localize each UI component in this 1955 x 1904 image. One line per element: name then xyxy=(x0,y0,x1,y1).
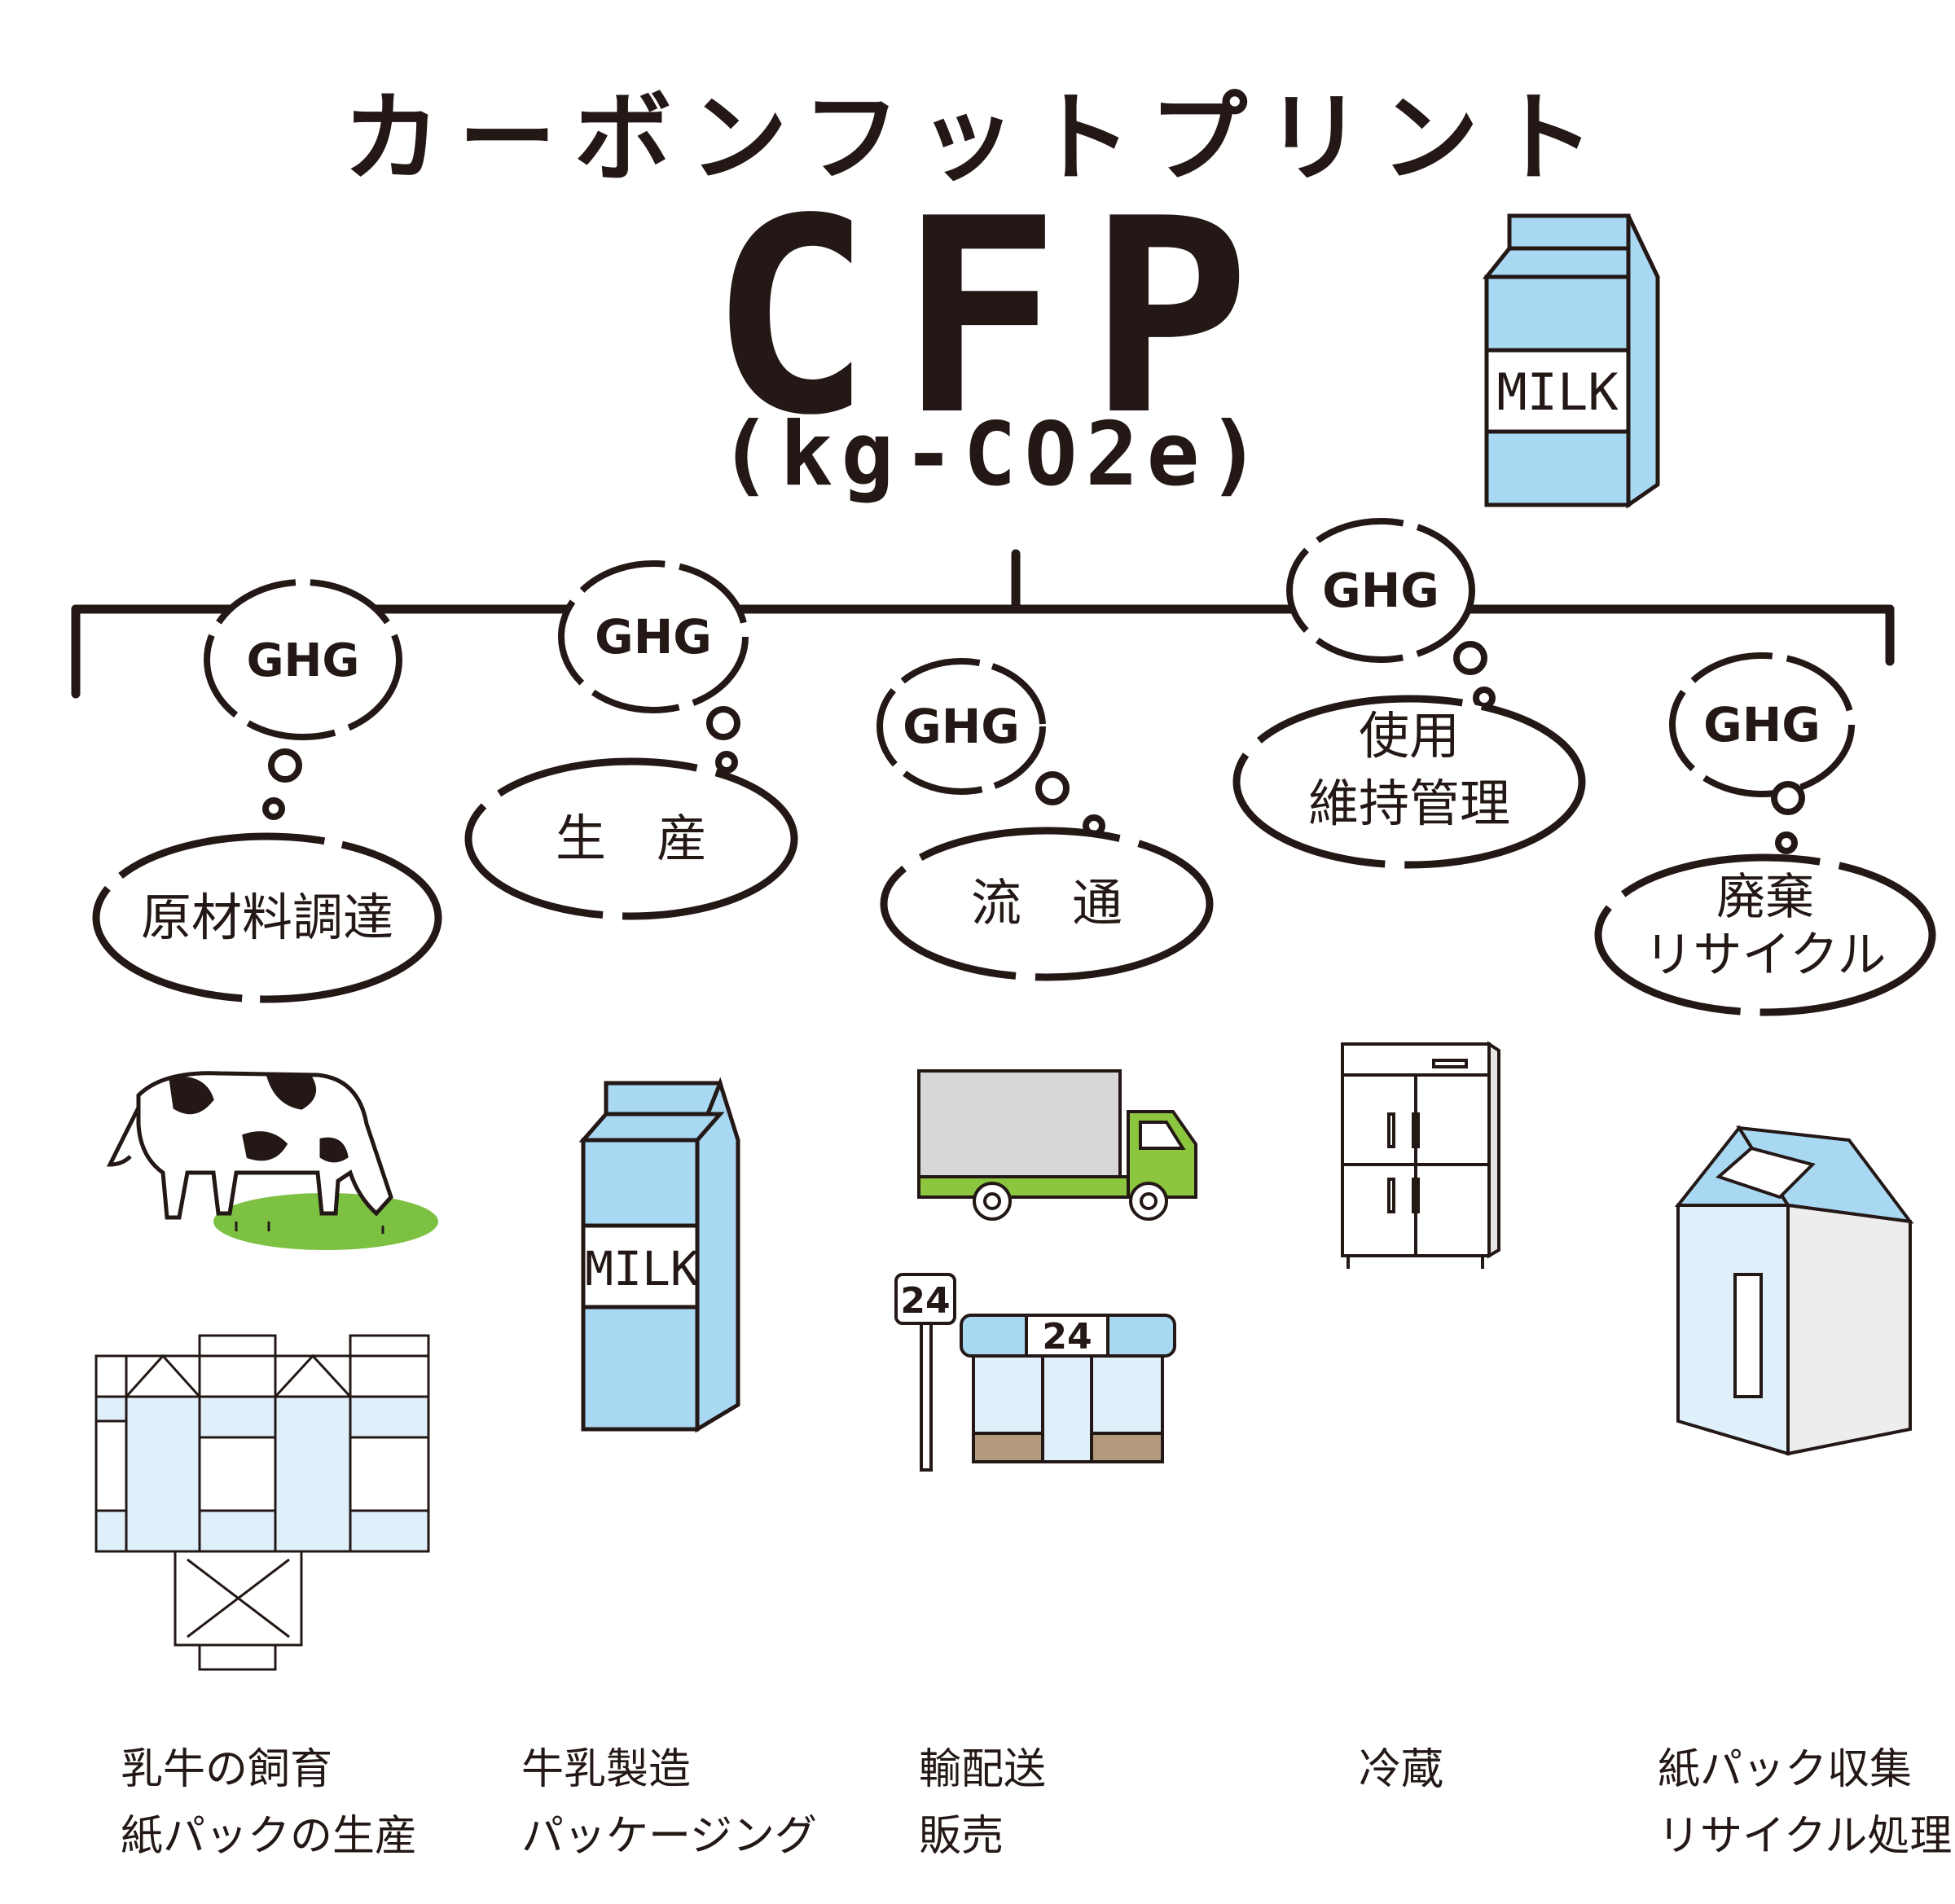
caption-line: 輸配送 xyxy=(919,1745,1047,1794)
stage-label-disposal-line2: リサイクル xyxy=(1645,927,1887,984)
caption-line: 牛乳製造 xyxy=(521,1745,692,1794)
caption-line: 販売 xyxy=(919,1812,1004,1861)
stage-bubble xyxy=(1594,853,1936,1016)
stage-label-production: 生 産 xyxy=(556,809,707,868)
stage-bubble xyxy=(464,757,798,920)
stage-bubble xyxy=(1232,695,1586,869)
ghg-cloud: GHG xyxy=(204,579,402,820)
store-sign-number: 24 xyxy=(900,1280,950,1322)
caption-line: 冷蔵 xyxy=(1359,1745,1444,1794)
caption-line: 乳牛の飼育 xyxy=(121,1745,333,1794)
caption-column-raw-materials: 乳牛の飼育 紙パックの生産 xyxy=(121,1736,417,1870)
caption-line: 紙パックの生産 xyxy=(121,1812,418,1861)
ghg-cloud: GHG xyxy=(1669,652,1855,854)
stage-bubble xyxy=(92,832,442,1003)
stage-raw-materials: GHG 原材料調達 xyxy=(92,579,442,1003)
stage-use-maintenance: GHG 使用 維持管理 xyxy=(1232,518,1586,869)
caption-column-use: 冷蔵 xyxy=(1359,1736,1443,1803)
milk-carton-icon: MILK xyxy=(578,1077,740,1433)
caption-column-distribution: 輸配送 販売 xyxy=(919,1736,1046,1870)
stage-label-raw-materials: 原材料調達 xyxy=(141,888,393,947)
caption-line: 紙パック収集 xyxy=(1658,1745,1913,1794)
stage-distribution: GHG 流 通 xyxy=(876,658,1214,981)
title-kana: カーボンフットプリント xyxy=(342,82,1613,195)
caption-line: パッケージング xyxy=(521,1812,817,1861)
truck-icon xyxy=(917,1069,1197,1221)
convenience-store-icon: 24 24 xyxy=(894,1273,1176,1472)
ghg-label: GHG xyxy=(1322,563,1439,618)
title-milk-label: MILK xyxy=(1496,362,1619,422)
ghg-cloud: GHG xyxy=(876,658,1105,837)
stage-production: GHG 生 産 xyxy=(464,560,798,920)
milk-carton-label: MILK xyxy=(585,1241,699,1296)
refrigerator-icon xyxy=(1341,1041,1500,1269)
stage-bubble xyxy=(880,827,1214,981)
stage-disposal-recycle: GHG 廃棄 リサイクル xyxy=(1594,652,1936,1016)
carton-template-icon xyxy=(94,1334,430,1671)
recycling-box-icon xyxy=(1674,1125,1914,1456)
title-milk-carton-icon: MILK xyxy=(1482,213,1660,509)
caption-column-production: 牛乳製造 パッケージング xyxy=(521,1736,817,1870)
ghg-label: GHG xyxy=(903,699,1020,754)
ghg-cloud: GHG xyxy=(1286,518,1496,709)
title-cfp: CFP xyxy=(709,161,1279,474)
caption-column-disposal: 紙パック収集 リサイクル処理 xyxy=(1658,1736,1952,1870)
stage-label-use-line2: 維持管理 xyxy=(1308,774,1510,833)
stage-label-distribution: 流 通 xyxy=(971,873,1122,932)
ghg-label: GHG xyxy=(247,634,360,687)
stage-label-disposal-line1: 廃棄 xyxy=(1716,869,1814,926)
ghg-cloud: GHG xyxy=(558,560,749,774)
stage-label-use-line1: 使用 xyxy=(1359,706,1460,766)
ghg-label: GHG xyxy=(595,609,712,665)
title-unit: (kg-CO2e) xyxy=(718,404,1269,506)
caption-line: リサイクル処理 xyxy=(1658,1812,1953,1861)
ghg-label: GHG xyxy=(1703,697,1821,752)
store-roof-number: 24 xyxy=(1042,1316,1092,1358)
cow-icon xyxy=(106,1071,438,1250)
